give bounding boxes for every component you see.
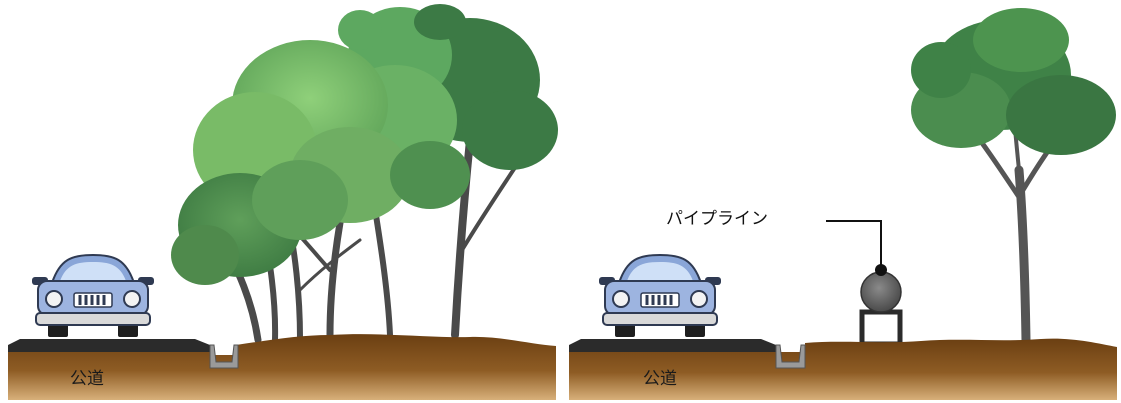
scene-after-svg: パイプライン 公道: [569, 8, 1117, 400]
pipeline-label: パイプライン: [666, 209, 768, 229]
soil-ground: [569, 338, 1117, 400]
car: [599, 253, 721, 337]
tree-trunks: [218, 136, 522, 344]
road-asphalt: [8, 339, 210, 352]
road-asphalt: [569, 339, 776, 352]
car: [32, 253, 154, 337]
tree: [911, 8, 1116, 345]
road-label: 公道: [70, 369, 104, 389]
drainage-ditch: [209, 344, 239, 369]
road-label: 公道: [643, 369, 677, 389]
pipe: [860, 271, 902, 313]
scene-after: パイプライン 公道: [561, 0, 1121, 403]
scene-before-svg: 公道: [8, 4, 558, 400]
forest-foliage: [171, 4, 558, 285]
scene-before: 公道: [0, 0, 560, 403]
pipeline-callout: [826, 220, 887, 276]
drainage-ditch: [775, 344, 806, 369]
pipeline: [859, 271, 903, 347]
